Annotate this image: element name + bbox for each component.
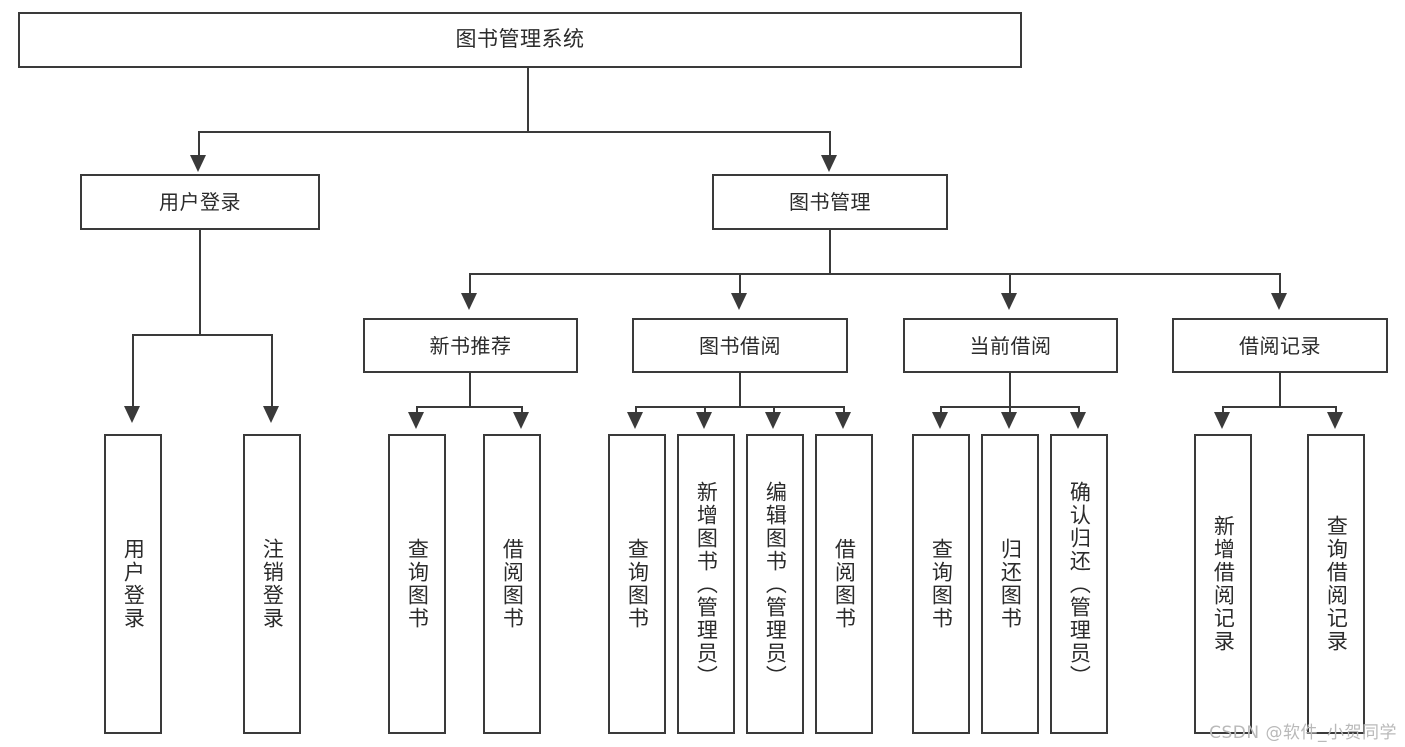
arrowhead-icon-leaf-current-borrow-3 <box>1070 412 1086 429</box>
node-current-borrow[interactable]: 当前借阅 <box>903 318 1118 373</box>
leaf-new-book-borrow-books[interactable]: 借阅图书 <box>483 434 541 734</box>
edge-leg-user-login-2 <box>271 334 273 408</box>
arrowhead-icon-leaf-current-borrow-2 <box>1001 412 1017 429</box>
node-label: 借阅图书 <box>500 538 525 630</box>
edge-root-bus <box>198 131 830 133</box>
edge-leg-new-book-2 <box>521 406 523 416</box>
edge-borrow-record-stem <box>1279 373 1281 408</box>
node-label: 当前借阅 <box>969 333 1052 358</box>
node-label: 确认归还（管理员） <box>1067 480 1092 688</box>
edge-leg-borrow-record-2 <box>1335 406 1337 416</box>
edge-new-book-stem <box>469 373 471 408</box>
node-label: 新书推荐 <box>429 333 512 358</box>
edge-leg-book-borrow-2 <box>704 406 706 416</box>
arrowhead-icon-borrow-record <box>1271 293 1287 310</box>
leaf-user-login-login[interactable]: 用户登录 <box>104 434 162 734</box>
node-label: 借阅图书 <box>832 538 857 630</box>
arrowhead-icon-leaf-new-book-1 <box>408 412 424 429</box>
node-root-book-management-system[interactable]: 图书管理系统 <box>18 12 1022 68</box>
node-book-borrow[interactable]: 图书借阅 <box>632 318 848 373</box>
node-label: 图书管理系统 <box>455 27 585 52</box>
node-label: 查询借阅记录 <box>1324 515 1349 653</box>
node-label: 用户登录 <box>121 538 146 630</box>
arrowhead-icon-user-login <box>190 155 206 172</box>
leaf-book-borrow-add-book-admin[interactable]: 新增图书（管理员） <box>677 434 735 734</box>
leaf-book-borrow-edit-book-admin[interactable]: 编辑图书（管理员） <box>746 434 804 734</box>
edge-leg-book-borrow-1 <box>635 406 637 416</box>
edge-root-leg-user-login <box>198 131 200 157</box>
node-new-book-recommend[interactable]: 新书推荐 <box>363 318 578 373</box>
node-label: 用户登录 <box>159 190 241 214</box>
arrowhead-icon-current-borrow <box>1001 293 1017 310</box>
arrowhead-icon-leaf-book-borrow-4 <box>835 412 851 429</box>
edge-book-borrow-bus <box>635 406 845 408</box>
edge-leg-current-borrow-3 <box>1078 406 1080 416</box>
leaf-borrow-record-query-record[interactable]: 查询借阅记录 <box>1307 434 1365 734</box>
leaf-user-login-logout[interactable]: 注销登录 <box>243 434 301 734</box>
edge-user-login-stem <box>199 230 201 336</box>
node-label: 图书管理 <box>789 190 871 214</box>
arrowhead-icon-leaf-user-login-2 <box>263 406 279 423</box>
leaf-current-borrow-return-books[interactable]: 归还图书 <box>981 434 1039 734</box>
leaf-book-borrow-query-books[interactable]: 查询图书 <box>608 434 666 734</box>
csdn-watermark: CSDN @软件_小贺同学 <box>1209 723 1397 743</box>
edge-book-management-bus <box>469 273 1281 275</box>
arrowhead-icon-leaf-book-borrow-3 <box>765 412 781 429</box>
edge-root-leg-book-management <box>829 131 831 157</box>
node-label: 编辑图书（管理员） <box>763 480 788 688</box>
node-book-management[interactable]: 图书管理 <box>712 174 948 230</box>
edge-leg-level3-4 <box>1279 273 1281 295</box>
edge-leg-level3-2 <box>739 273 741 295</box>
edge-book-borrow-stem <box>739 373 741 408</box>
node-label: 图书借阅 <box>699 333 781 358</box>
edge-leg-current-borrow-2 <box>1009 406 1011 416</box>
edge-current-borrow-stem <box>1009 373 1011 408</box>
edge-leg-borrow-record-1 <box>1222 406 1224 416</box>
node-label: 注销登录 <box>260 538 285 630</box>
leaf-new-book-query-books[interactable]: 查询图书 <box>388 434 446 734</box>
edge-leg-current-borrow-1 <box>940 406 942 416</box>
node-borrow-record[interactable]: 借阅记录 <box>1172 318 1388 373</box>
leaf-book-borrow-borrow-books[interactable]: 借阅图书 <box>815 434 873 734</box>
node-label: 新增借阅记录 <box>1211 515 1236 653</box>
edge-leg-book-borrow-3 <box>773 406 775 416</box>
leaf-current-borrow-confirm-return-admin[interactable]: 确认归还（管理员） <box>1050 434 1108 734</box>
edge-leg-level3-1 <box>469 273 471 295</box>
node-user-login[interactable]: 用户登录 <box>80 174 320 230</box>
edge-new-book-bus <box>416 406 523 408</box>
edge-user-login-bus <box>132 334 272 336</box>
arrowhead-icon-leaf-borrow-record-1 <box>1214 412 1230 429</box>
node-label: 查询图书 <box>405 538 430 630</box>
arrowhead-icon-leaf-new-book-2 <box>513 412 529 429</box>
node-label: 归还图书 <box>998 538 1023 630</box>
edge-root-stem <box>527 68 529 131</box>
leaf-current-borrow-query-books[interactable]: 查询图书 <box>912 434 970 734</box>
arrowhead-icon-leaf-book-borrow-2 <box>696 412 712 429</box>
arrowhead-icon-leaf-current-borrow-1 <box>932 412 948 429</box>
node-label: 查询图书 <box>625 538 650 630</box>
edge-book-management-stem <box>829 230 831 275</box>
node-label: 借阅记录 <box>1239 333 1321 358</box>
arrowhead-icon-leaf-book-borrow-1 <box>627 412 643 429</box>
arrowhead-icon-book-borrow <box>731 293 747 310</box>
arrowhead-icon-leaf-borrow-record-2 <box>1327 412 1343 429</box>
edge-leg-book-borrow-4 <box>843 406 845 416</box>
node-label: 查询图书 <box>929 538 954 630</box>
edge-borrow-record-bus <box>1222 406 1337 408</box>
edge-leg-new-book-1 <box>416 406 418 416</box>
arrowhead-icon-new-book-recommend <box>461 293 477 310</box>
leaf-borrow-record-add-record[interactable]: 新增借阅记录 <box>1194 434 1252 734</box>
node-label: 新增图书（管理员） <box>694 480 719 688</box>
edge-leg-user-login-1 <box>132 334 134 408</box>
arrowhead-icon-leaf-user-login-1 <box>124 406 140 423</box>
arrowhead-icon-book-management <box>821 155 837 172</box>
edge-leg-level3-3 <box>1009 273 1011 295</box>
